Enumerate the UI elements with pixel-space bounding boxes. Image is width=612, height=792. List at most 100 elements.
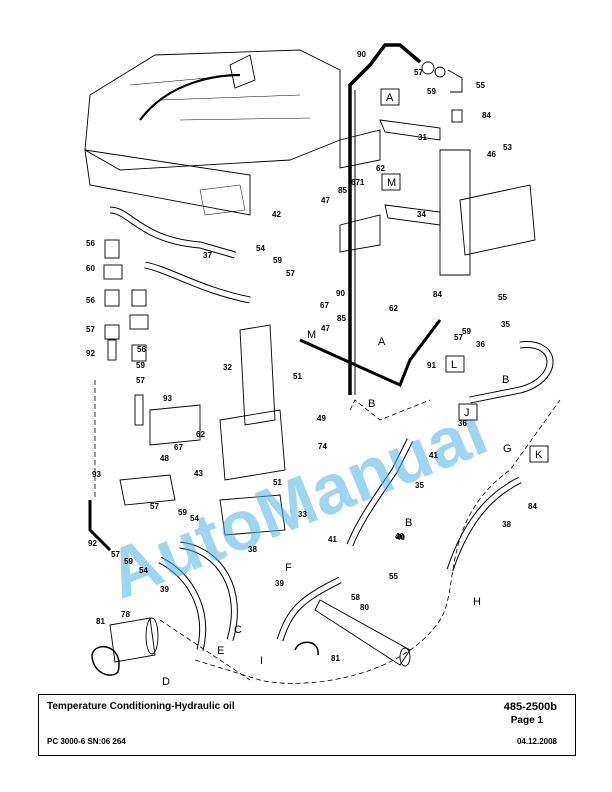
callout-number: 67 — [320, 301, 329, 310]
callout-number: 80 — [360, 603, 369, 612]
view-letter-box — [529, 445, 549, 463]
callout-number: 38 — [248, 545, 257, 554]
callout-number: 57 — [136, 376, 145, 385]
callout-number: 40 — [395, 532, 404, 541]
callout-number: 57 — [414, 68, 423, 77]
callout-number: 53 — [503, 143, 512, 152]
reference-letter: L — [451, 359, 457, 371]
callout-number: 62 — [389, 304, 398, 313]
callout-number: 55 — [476, 81, 485, 90]
callout-number: 59 — [427, 87, 436, 96]
callout-number: 57 — [454, 333, 463, 342]
callout-number: 57 — [150, 502, 159, 511]
callout-number: 92 — [88, 539, 97, 548]
reference-letter: B — [405, 517, 412, 529]
callout-number: 90 — [336, 289, 345, 298]
callout-number: 55 — [389, 572, 398, 581]
callout-number: 57 — [111, 550, 120, 559]
callout-number: 36 — [476, 340, 485, 349]
callout-number: 59 — [273, 256, 282, 265]
callout-number: 57 — [86, 325, 95, 334]
callout-number: 84 — [528, 502, 537, 511]
view-letter-box — [381, 173, 401, 191]
reference-letter: E — [217, 645, 224, 657]
page-title: Temperature Conditioning-Hydraulic oil — [47, 701, 235, 712]
reference-letter: H — [473, 596, 481, 608]
reference-letter: M — [307, 329, 316, 341]
callout-number: 35 — [415, 481, 424, 490]
callout-number: 84 — [433, 290, 442, 299]
reference-letter: A — [386, 92, 394, 104]
callout-number: 55 — [498, 293, 507, 302]
callout-number: 34 — [417, 210, 426, 219]
callout-number: 54 — [256, 244, 265, 253]
reference-letter: F — [285, 562, 292, 574]
reference-letter: I — [260, 655, 263, 667]
callout-number: 62 — [376, 164, 385, 173]
callout-number: 57 — [286, 269, 295, 278]
reference-letter: B — [368, 398, 375, 410]
callout-number: 51 — [273, 478, 282, 487]
view-letter-box — [445, 355, 465, 373]
callout-number: 60 — [86, 264, 95, 273]
callout-number: 74 — [318, 442, 327, 451]
callout-number: 62 — [196, 430, 205, 439]
reference-letter: J — [464, 407, 470, 419]
callout-number: 92 — [86, 349, 95, 358]
reference-letter: G — [503, 443, 512, 455]
callout-number: 671 — [351, 178, 365, 187]
callout-number: 33 — [298, 510, 307, 519]
callout-number: 40 — [396, 533, 405, 542]
callout-number: 39 — [160, 585, 169, 594]
callout-number: 48 — [160, 454, 169, 463]
callout-number: 36 — [458, 419, 467, 428]
callout-number: 78 — [121, 610, 130, 619]
callout-number: 54 — [190, 514, 199, 523]
document-number: 485-2500b — [503, 701, 557, 713]
callout-number: 84 — [482, 111, 491, 120]
callout-number: 59 — [178, 508, 187, 517]
callout-number: 81 — [96, 617, 105, 626]
reference-letter: C — [234, 624, 242, 636]
title-block: Temperature Conditioning-Hydraulic oil 4… — [38, 694, 576, 756]
callout-number: 93 — [163, 394, 172, 403]
reference-letter: A — [378, 336, 386, 348]
callout-number: 85 — [338, 186, 347, 195]
callout-number: 41 — [429, 451, 438, 460]
callout-number: 32 — [223, 363, 232, 372]
callout-number: 59 — [124, 557, 133, 566]
callout-number: 54 — [139, 566, 148, 575]
view-letter-box — [380, 88, 400, 106]
page-number: Page 1 — [510, 715, 543, 726]
platform-plate — [84, 149, 251, 216]
hydraulic-oil-diagram: AutoManual 90575955843146536267185473442… — [84, 43, 561, 688]
callout-number: 31 — [418, 133, 427, 142]
callout-number: 56 — [137, 345, 146, 354]
callout-number: 35 — [501, 320, 510, 329]
reference-letter: D — [162, 676, 170, 688]
callout-number: 58 — [351, 593, 360, 602]
callout-number: 91 — [427, 361, 436, 370]
reference-letter: B — [502, 374, 509, 386]
callout-number: 38 — [502, 520, 511, 529]
machine-frame — [84, 49, 341, 171]
machine-model: PC 3000-6 SN:06 264 — [47, 737, 126, 746]
callout-number: 49 — [317, 414, 326, 423]
callout-number: 59 — [136, 361, 145, 370]
callout-number: 56 — [86, 239, 95, 248]
callout-number: 41 — [328, 535, 337, 544]
callout-number: 51 — [293, 372, 302, 381]
callout-number: 59 — [462, 327, 471, 336]
callout-number: 42 — [272, 210, 281, 219]
callout-number: 67 — [174, 443, 183, 452]
callout-number: 85 — [337, 314, 346, 323]
revision-date: 04.12.2008 — [516, 737, 557, 746]
reference-letter: M — [387, 177, 396, 189]
callout-number: 47 — [321, 324, 330, 333]
reference-letter: K — [535, 449, 543, 461]
callout-number: 46 — [487, 150, 496, 159]
callout-number: 93 — [92, 470, 101, 479]
callout-number: 43 — [194, 469, 203, 478]
callout-number: 47 — [321, 196, 330, 205]
callout-number: 37 — [203, 251, 212, 260]
